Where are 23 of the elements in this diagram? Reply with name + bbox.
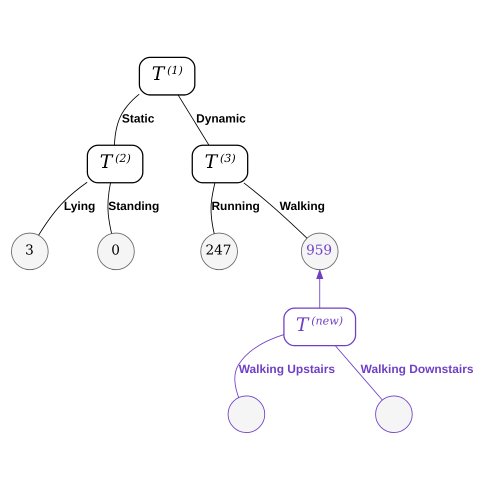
node-circle: 3 [11, 232, 49, 270]
edge-label: Lying [64, 198, 96, 213]
edge-label: Walking Downstairs [360, 362, 474, 376]
connector [178, 94, 210, 146]
node-circle [228, 395, 266, 433]
node-circle: 959 [300, 232, 338, 270]
connector [234, 334, 284, 398]
connector [243, 182, 308, 238]
edge-label: Standing [108, 198, 160, 213]
edge-label: Walking [280, 198, 325, 213]
connector [107, 182, 112, 234]
edge-label: Running [211, 198, 260, 213]
arrow [316, 268, 324, 308]
connector [38, 181, 88, 236]
node-circle [375, 395, 413, 433]
edge-label: Walking Upstairs [238, 362, 336, 376]
edge-label: Static [122, 110, 154, 125]
connector [114, 93, 140, 146]
connector [210, 182, 216, 234]
node-circle: 247 [200, 232, 238, 270]
connector [335, 344, 383, 400]
node-circle: 0 [97, 232, 135, 270]
edge-label: Dynamic [196, 110, 246, 125]
